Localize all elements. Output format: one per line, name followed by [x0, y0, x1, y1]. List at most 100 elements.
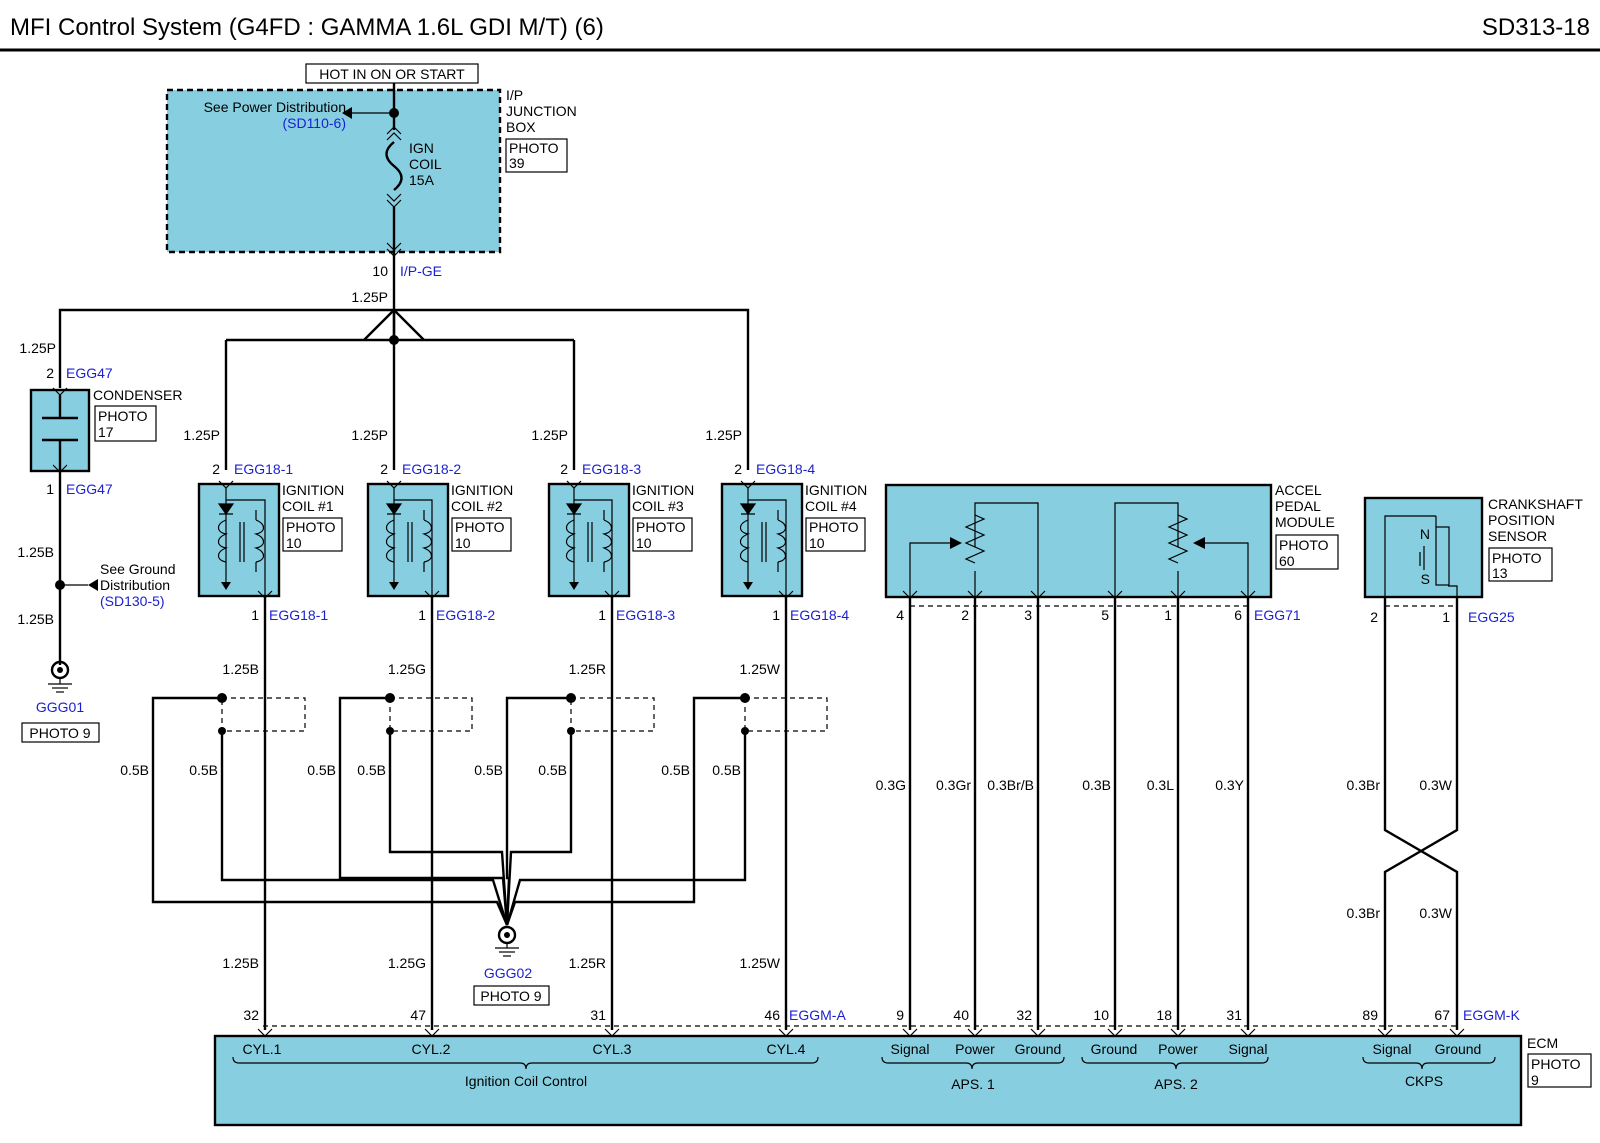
- ckps-connector[interactable]: EGG25: [1468, 609, 1515, 625]
- coil-photo-num: 10: [636, 535, 652, 551]
- ckps-photo-num: 13: [1492, 565, 1508, 581]
- ecm-pin-accel: 40: [953, 1007, 969, 1023]
- see-power-ref[interactable]: (SD110-6): [282, 115, 346, 131]
- condenser-photo-num: 17: [98, 424, 114, 440]
- coil-gnd-left-label: 0.5B: [120, 762, 149, 778]
- ecm-pin-accel: 9: [896, 1007, 904, 1023]
- ecm-pin-label: Signal: [1229, 1041, 1268, 1057]
- coil-gnd-right-label: 0.5B: [712, 762, 741, 778]
- ckps-wire-top-2: 0.3W: [1419, 777, 1452, 793]
- accel-wire-label: 0.3Gr: [936, 777, 971, 793]
- box-connector[interactable]: I/P-GE: [400, 263, 442, 279]
- ckps-name-3: SENSOR: [1488, 528, 1547, 544]
- ckps-magnet: [1435, 526, 1450, 586]
- box-name-1: I/P: [506, 87, 523, 103]
- coil-name-2: COIL #1: [282, 498, 334, 514]
- coil-ground-wire-outer: [505, 696, 745, 926]
- box-photo-label: PHOTO: [509, 140, 559, 156]
- accel-pin: 1: [1164, 607, 1172, 623]
- coil-wire-in-label: 1.25P: [351, 427, 388, 443]
- ground-ggg02[interactable]: GGG02: [484, 965, 532, 981]
- coil-wire-out-bottom: 1.25W: [740, 955, 781, 971]
- ground-ggg01-photo: [21, 722, 100, 743]
- coil-wire-out-top: 1.25B: [222, 661, 259, 677]
- coil-connector-in[interactable]: EGG18-3: [582, 461, 641, 477]
- coil-wire-in-label: 1.25P: [183, 427, 220, 443]
- coil-connector-out[interactable]: EGG18-2: [436, 607, 495, 623]
- ckps-signal-wire: [1383, 598, 1459, 1030]
- coil-connector-out[interactable]: EGG18-4: [790, 607, 849, 623]
- condenser-conn-top[interactable]: EGG47: [66, 365, 113, 381]
- ecm-connector-k[interactable]: EGGM-K: [1463, 1007, 1520, 1023]
- diode-icon: [739, 503, 757, 516]
- condenser-wire-top: 1.25P: [19, 340, 56, 356]
- accel-wire-label: 0.3G: [876, 777, 906, 793]
- accel-name-2: PEDAL: [1275, 498, 1321, 514]
- ecm-name: ECM: [1527, 1035, 1558, 1051]
- accel-wire-1: 40.3G9: [876, 590, 918, 1037]
- coil-connector-out[interactable]: EGG18-1: [269, 607, 328, 623]
- coil-connector-in[interactable]: EGG18-2: [402, 461, 461, 477]
- coil-pin-out: 1: [598, 607, 606, 623]
- see-ground-ref[interactable]: (SD130-5): [100, 593, 165, 609]
- ground-ggg02-photo: [473, 985, 550, 1006]
- coil-wire-in-label: 1.25P: [705, 427, 742, 443]
- box-name-2: JUNCTION: [506, 103, 577, 119]
- accel-wire-label: 0.3L: [1147, 777, 1174, 793]
- ckps-n: N: [1420, 526, 1430, 542]
- group-aps2: APS. 2: [1154, 1076, 1198, 1092]
- coil-photo: [282, 517, 343, 552]
- ground-ggg01[interactable]: GGG01: [36, 699, 84, 715]
- secondary-winding: [421, 519, 433, 563]
- ecm-pin-label: Ground: [1015, 1041, 1062, 1057]
- coil-name-2: COIL #3: [632, 498, 684, 514]
- diode-icon: [385, 503, 403, 516]
- primary-winding: [739, 519, 751, 563]
- ecm-pin-coil: 31: [590, 1007, 606, 1023]
- ecm-photo-label: PHOTO: [1531, 1056, 1581, 1072]
- ckps-wire-top-1: 0.3Br: [1347, 777, 1381, 793]
- accel-wire-label: 0.3Y: [1215, 777, 1244, 793]
- coil-connector-out[interactable]: EGG18-3: [616, 607, 675, 623]
- box-name-3: BOX: [506, 119, 536, 135]
- diagram-code: SD313-18: [1482, 14, 1590, 41]
- secondary-winding: [601, 519, 613, 563]
- ecm-photo-num: 9: [1531, 1072, 1539, 1088]
- ecm-photo: [1527, 1053, 1592, 1088]
- ip-junction-box: HOT IN ON OR START See Power Distributio…: [165, 63, 577, 305]
- coil-ground-wire-inner: [505, 731, 747, 926]
- coil-photo: [451, 517, 512, 552]
- coil-connector-in[interactable]: EGG18-4: [756, 461, 815, 477]
- coil-wire-out-top: 1.25R: [569, 661, 606, 677]
- power-splice: [389, 335, 399, 345]
- brace-ignition: [232, 1056, 819, 1070]
- diode-icon: [565, 503, 583, 516]
- fuse-label-1: IGN: [409, 140, 434, 156]
- coil-pin-out: 1: [251, 607, 259, 623]
- shield-box: [221, 697, 306, 732]
- condenser-wire-low: 1.25B: [17, 611, 54, 627]
- ground-ggg02-photo-label: PHOTO 9: [480, 988, 541, 1004]
- ecm-connector-a[interactable]: EGGM-A: [789, 1007, 846, 1023]
- brace-aps2: [1081, 1056, 1269, 1070]
- coil-connector-in[interactable]: EGG18-1: [234, 461, 293, 477]
- group-ignition-coil-control: Ignition Coil Control: [465, 1073, 587, 1089]
- secondary-winding: [253, 519, 265, 563]
- coil-wire-out-bottom: 1.25R: [569, 955, 606, 971]
- coil-name-2: COIL #2: [451, 498, 503, 514]
- ecm-pin-coil: 47: [410, 1007, 426, 1023]
- accel-pin: 6: [1234, 607, 1242, 623]
- coil-gnd-left-label: 0.5B: [307, 762, 336, 778]
- ecm-pin-accel: 32: [1016, 1007, 1032, 1023]
- accel-name-3: MODULE: [1275, 514, 1335, 530]
- ecm-pin-label: CYL.1: [243, 1041, 282, 1057]
- hot-label-box: [305, 63, 479, 84]
- accel-connector[interactable]: EGG71: [1254, 607, 1301, 623]
- condenser-conn-bottom[interactable]: EGG47: [66, 481, 113, 497]
- coil-wire-out-top: 1.25W: [740, 661, 781, 677]
